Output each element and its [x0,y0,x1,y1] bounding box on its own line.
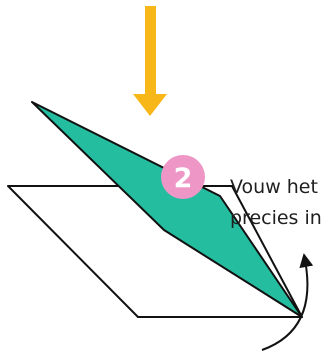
step-badge: 2 [161,155,205,199]
curved-rotate-arrow-icon [261,253,314,351]
step-number: 2 [174,163,193,194]
down-arrow-icon [133,6,167,116]
caption-line-1: Vouw het [230,176,318,198]
caption-line-2: precies in [230,207,322,229]
